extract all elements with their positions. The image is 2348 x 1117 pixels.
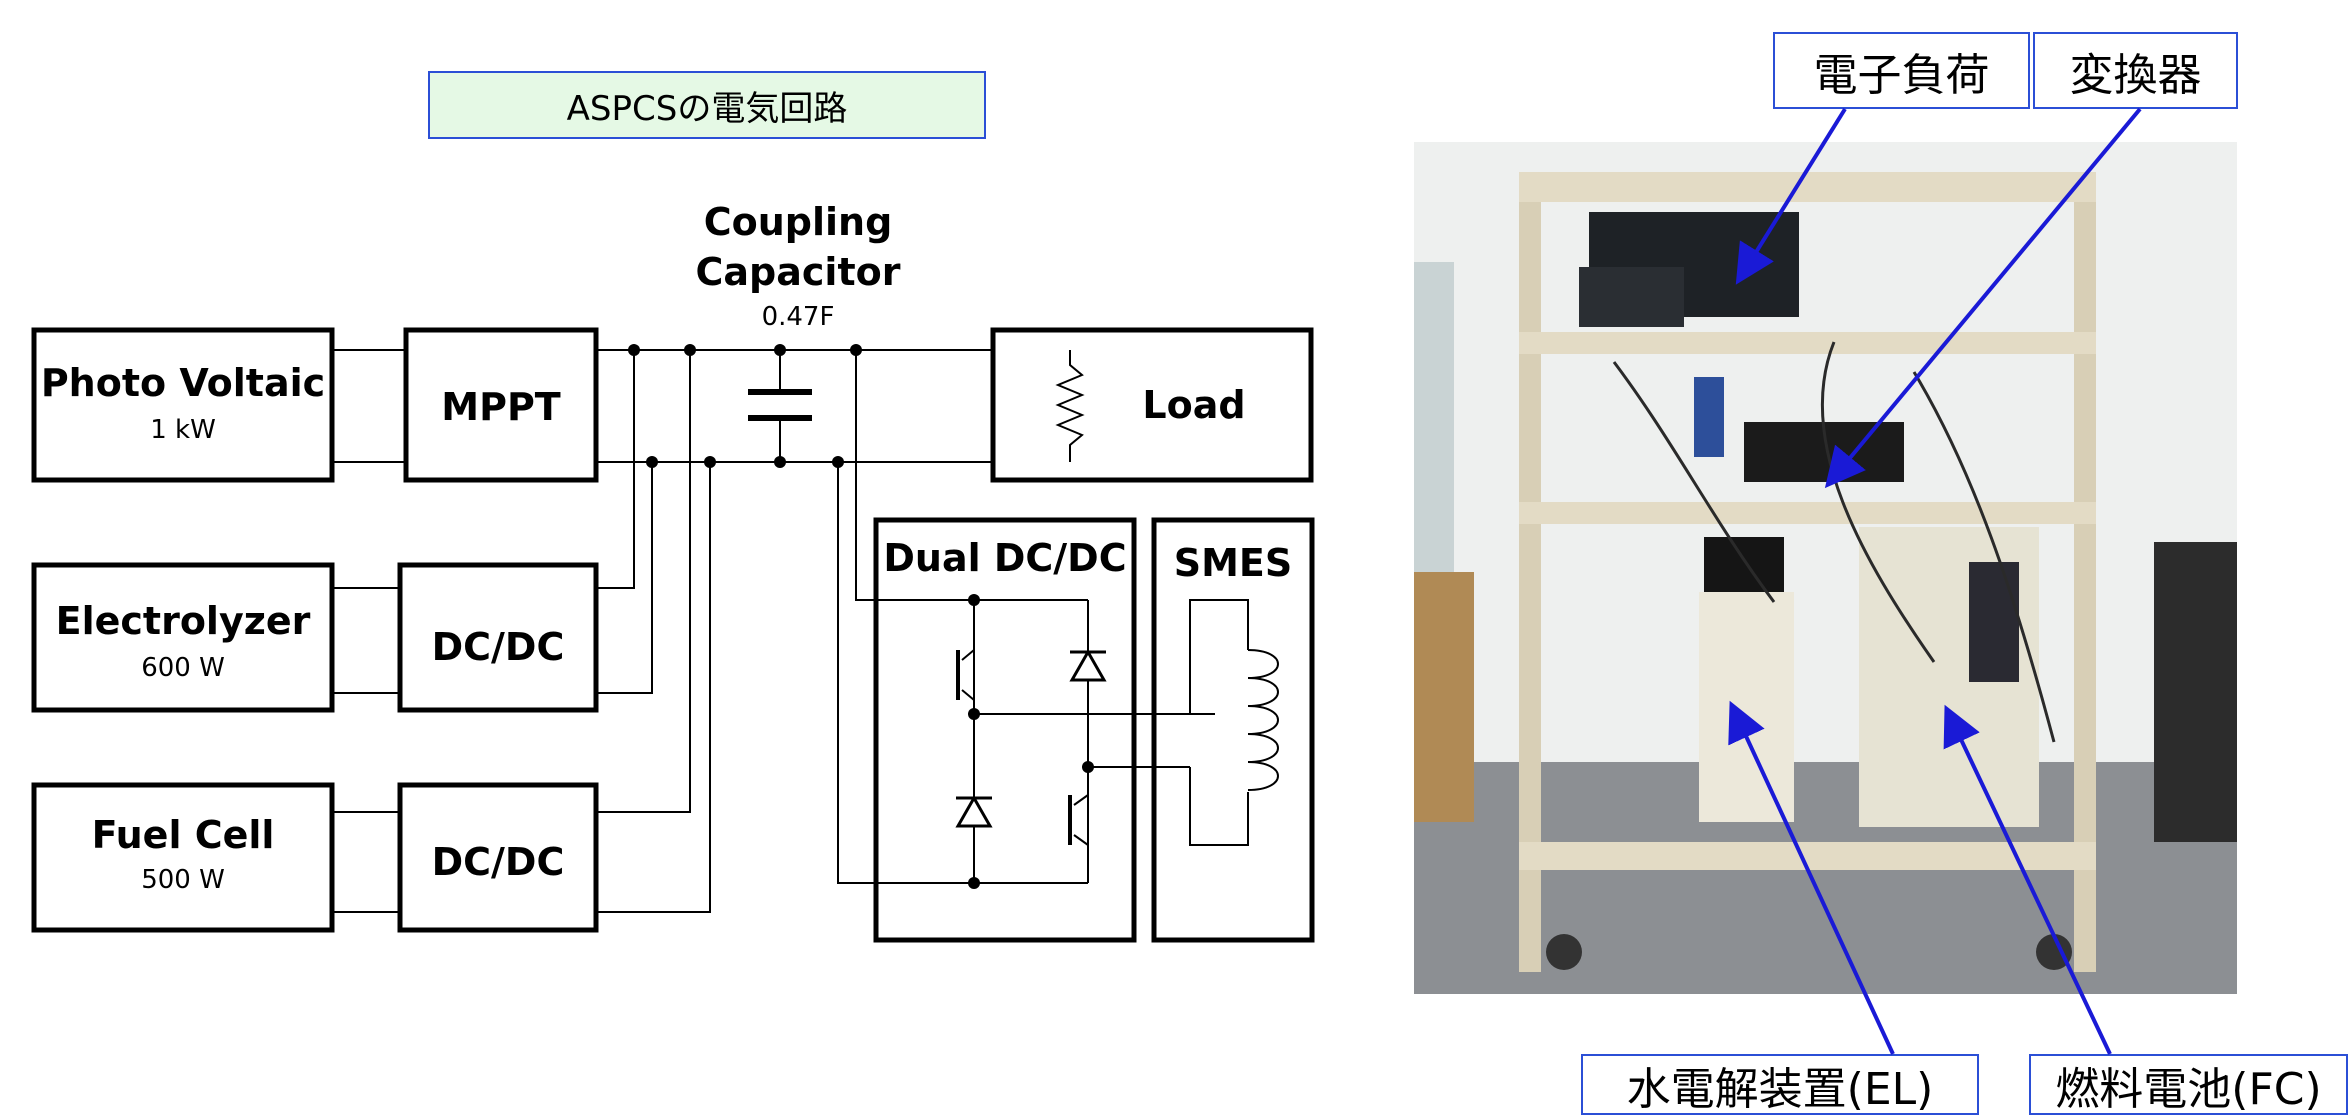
pv-label: Photo Voltaic [41, 361, 325, 405]
coupling-label-line1: Coupling [704, 200, 893, 244]
coupling-value: 0.47F [762, 302, 835, 332]
label-electronic-load: 電子負荷 [1773, 32, 2030, 109]
label-converter: 変換器 [2033, 32, 2238, 109]
label-fuel-cell-unit: 燃料電池(FC) [2029, 1054, 2348, 1115]
fuelcell-rating: 500 W [141, 865, 225, 895]
smes-label: SMES [1174, 541, 1293, 585]
label-electrolyzer-unit: 水電解装置(EL) [1581, 1054, 1979, 1115]
resistor-icon [1055, 350, 1085, 462]
smes-block [1151, 517, 1315, 943]
dcdc2-block [397, 782, 599, 933]
pv-rating: 1 kW [150, 415, 216, 445]
load-label: Load [1142, 383, 1245, 427]
dualdcdc-block [873, 517, 1137, 943]
dualdcdc-label: Dual DC/DC [883, 536, 1126, 580]
pv-block [31, 327, 335, 483]
junction-dots [628, 344, 1094, 889]
diagram-title: ASPCSの電気回路 [428, 71, 986, 139]
electrolyzer-rating: 600 W [141, 653, 225, 683]
equipment-photo [1414, 142, 2237, 994]
mppt-block [403, 327, 599, 483]
fuelcell-label: Fuel Cell [92, 813, 275, 857]
mppt-label: MPPT [441, 385, 561, 429]
circuit-diagram: Photo Voltaic 1 kW MPPT Electrolyzer 600… [31, 200, 1315, 943]
dcdc1-block [397, 562, 599, 713]
fuelcell-block [31, 782, 335, 933]
wiring [332, 349, 1279, 913]
dcdc1-label: DC/DC [432, 625, 565, 669]
dcdc2-label: DC/DC [432, 840, 565, 884]
load-block [990, 327, 1314, 483]
electrolyzer-block [31, 562, 335, 713]
electrolyzer-label: Electrolyzer [56, 599, 311, 643]
coupling-label-line2: Capacitor [696, 250, 901, 294]
equipment-photo-illustration [1414, 142, 2237, 994]
